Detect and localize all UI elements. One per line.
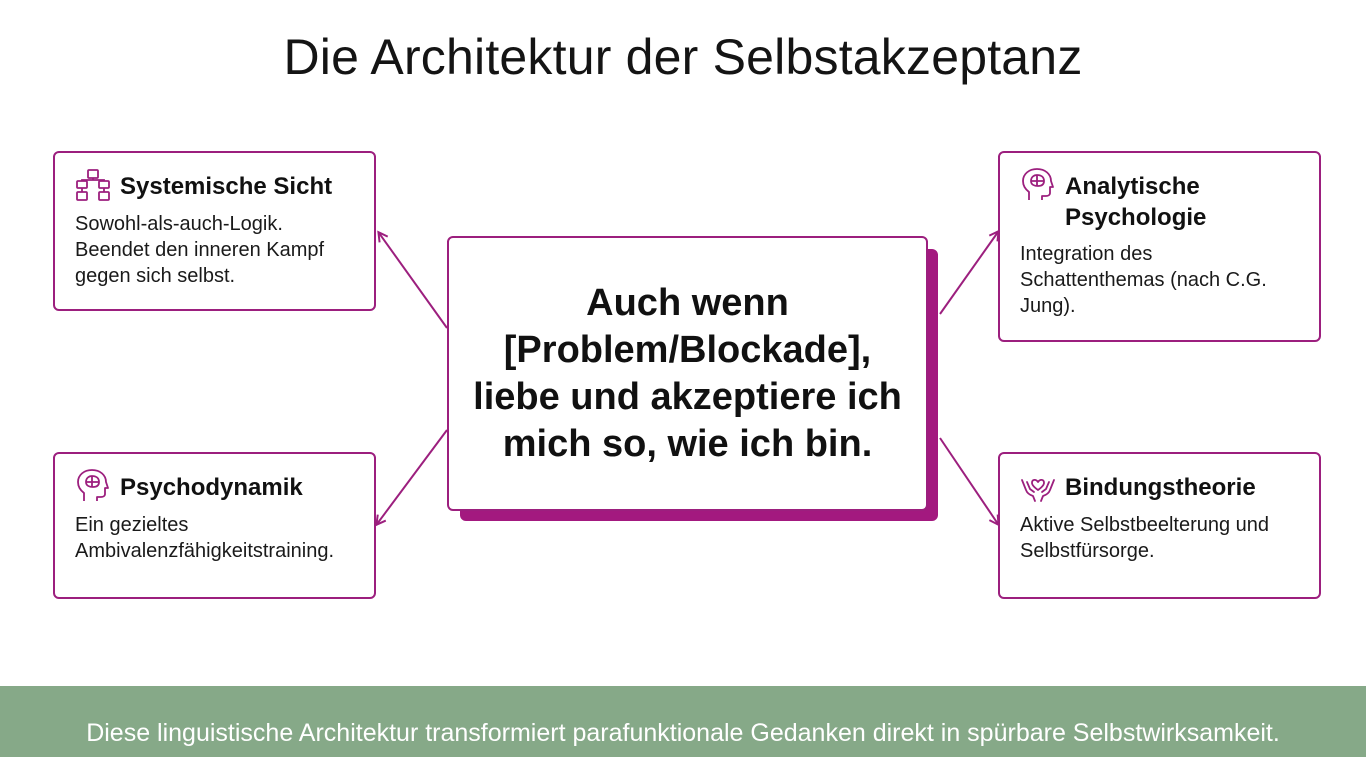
card-body: Ein gezieltes Ambivalenzfähigkeitstraini… [75, 514, 335, 562]
card-analytische-psychologie: Analytische Psychologie Integration des … [998, 151, 1321, 342]
card-body: Aktive Selbstbeelterung und Selbstfürsor… [1020, 514, 1270, 562]
card-title: Psychodynamik [120, 474, 303, 501]
card-title: Systemische Sicht [120, 173, 333, 200]
footer-text: Diese linguistische Architektur transfor… [86, 719, 1280, 747]
arrow-to-psychodynamik [377, 429, 448, 524]
card-title: Bindungstheorie [1065, 474, 1256, 501]
card-systemische-sicht: Systemische Sicht Sowohl-als-auch-Logik.… [53, 151, 376, 311]
card-bindungstheorie: Bindungstheorie Aktive Selbstbeelterung … [998, 452, 1321, 599]
brain-head-icon [1022, 168, 1054, 200]
arrow-to-systemische [379, 233, 448, 329]
card-body: Integration des Schattenthemas (nach C.G… [1020, 243, 1267, 317]
card-psychodynamik: Psychodynamik Ein gezieltes Ambivalenzfä… [53, 452, 376, 599]
arrow-to-bindung [939, 437, 998, 524]
page-title: Die Architektur der Selbstakzeptanz [283, 29, 1083, 85]
center-statement-box: Auch wenn [Problem/Blockade], liebe und … [447, 236, 928, 511]
brain-head-icon [77, 469, 109, 501]
card-body: Sowohl-als-auch-Logik. Beendet den inner… [75, 213, 325, 287]
hierarchy-icon [76, 169, 110, 201]
footer-banner: Diese linguistische Architektur transfor… [0, 686, 1366, 757]
arrow-to-analytische [939, 232, 998, 315]
hands-heart-icon [1021, 478, 1055, 502]
center-statement: Auch wenn [Problem/Blockade], liebe und … [473, 281, 902, 465]
card-title: Analytische Psychologie [1065, 173, 1207, 231]
